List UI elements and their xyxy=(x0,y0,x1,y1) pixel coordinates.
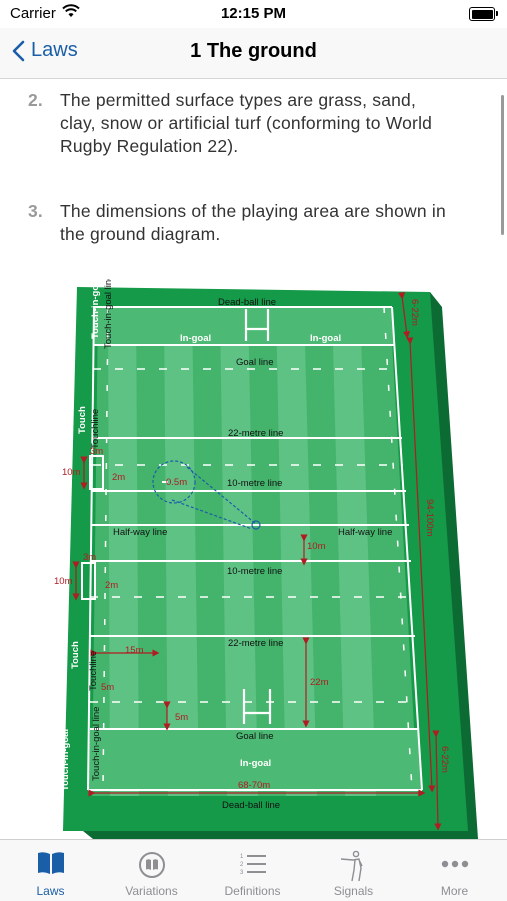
chevron-left-icon xyxy=(12,40,25,61)
tab-label: Variations xyxy=(125,884,178,898)
line-22-label-top: 22-metre line xyxy=(228,428,283,439)
tab-definitions[interactable]: 1 2 3 Definitions xyxy=(202,840,303,901)
touch-in-goal-top: Touch-in-goal xyxy=(90,279,101,339)
dim-15m: 15m xyxy=(125,645,144,656)
more-icon xyxy=(404,850,505,878)
dim-2m-top: 2m xyxy=(112,472,125,483)
touchline-label-bottom: Touchline xyxy=(88,651,99,691)
law-content[interactable]: 2. The permitted surface types are grass… xyxy=(0,79,507,839)
dim-68-70: 68-70m xyxy=(238,780,270,791)
tab-more[interactable]: More xyxy=(404,840,505,901)
status-bar: Carrier 12:15 PM xyxy=(0,0,507,28)
touch-label-bottom: Touch xyxy=(70,641,81,669)
goal-line-label-bottom: Goal line xyxy=(236,731,274,742)
dead-ball-label-bottom: Dead-ball line xyxy=(222,800,280,811)
goal-posts-bottom xyxy=(242,689,272,724)
goal-line-label-top: Goal line xyxy=(236,357,274,368)
touch-in-goal-line-bottom: Touch-in-goal line xyxy=(91,707,102,781)
dim-10m-top: 10m xyxy=(62,467,81,478)
tab-label: Signals xyxy=(333,884,374,898)
in-goal-label-bottom: In-goal xyxy=(240,758,271,769)
law-item: 3. The dimensions of the playing area ar… xyxy=(28,200,450,246)
dim-2m-bottom: 2m xyxy=(105,580,118,591)
dim-0-5m: 0.5m xyxy=(166,477,187,488)
dim-94-100: 94-100m xyxy=(424,499,435,537)
tab-signals[interactable]: Signals xyxy=(303,840,404,901)
touchline-label-top: Touchline xyxy=(90,409,101,449)
wifi-icon xyxy=(62,4,80,23)
law-item: 2. The permitted surface types are grass… xyxy=(28,89,450,158)
book-icon xyxy=(0,850,101,878)
back-button[interactable]: Laws xyxy=(12,39,78,62)
dim-6-22-bottom: 6-22m xyxy=(439,746,450,773)
item-text: The permitted surface types are grass, s… xyxy=(60,90,433,156)
referee-icon xyxy=(303,850,404,882)
ground-diagram: In-goal In-goal In-goal Touch-in-goal To… xyxy=(54,279,478,839)
list-icon: 1 2 3 xyxy=(202,850,303,878)
touch-in-goal-line-top: Touch-in-goal line xyxy=(103,279,114,349)
dim-3m-bottom: 3m xyxy=(83,552,96,563)
line-22-label-bottom: 22-metre line xyxy=(228,638,283,649)
variations-icon xyxy=(101,850,202,878)
dim-10m-centre: 10m xyxy=(307,541,326,552)
scrollbar[interactable] xyxy=(501,95,504,235)
dim-10m-bottom: 10m xyxy=(54,576,73,587)
touch-in-goal-bottom: Touch-in-goal xyxy=(60,729,71,791)
navigation-bar: Laws 1 The ground xyxy=(0,28,507,79)
item-number: 3. xyxy=(28,201,43,221)
page-title: 1 The ground xyxy=(190,40,317,62)
tab-laws[interactable]: Laws xyxy=(0,840,101,901)
dead-ball-label-top: Dead-ball line xyxy=(218,297,276,308)
touch-label-top: Touch xyxy=(77,406,88,434)
line-10-label-bottom: 10-metre line xyxy=(227,566,282,577)
carrier-label: Carrier xyxy=(10,5,56,22)
goal-posts-top xyxy=(244,309,270,341)
dim-5m-centre: 5m xyxy=(175,712,188,723)
line-10-label-top: 10-metre line xyxy=(227,478,282,489)
item-number: 2. xyxy=(28,90,43,110)
in-goal-label-left: In-goal xyxy=(180,333,211,344)
in-goal-area-top xyxy=(93,307,395,345)
svg-text:3: 3 xyxy=(240,870,244,876)
tab-label: Definitions xyxy=(224,884,281,898)
tab-label: More xyxy=(440,884,469,898)
pitch-stripes xyxy=(92,307,418,796)
status-time: 12:15 PM xyxy=(220,5,287,22)
tab-label: Laws xyxy=(36,884,65,898)
halfway-label-right: Half-way line xyxy=(338,527,392,538)
halfway-label-left: Half-way line xyxy=(113,527,167,538)
in-goal-area-bottom xyxy=(88,729,422,790)
tab-variations[interactable]: Variations xyxy=(101,840,202,901)
dim-6-22-top: 6-22m xyxy=(409,299,420,326)
svg-text:1: 1 xyxy=(240,854,244,860)
dim-5m-left: 5m xyxy=(101,682,114,693)
item-text: The dimensions of the playing area are s… xyxy=(60,201,446,244)
touchline-left xyxy=(87,306,95,791)
battery-icon xyxy=(469,7,498,21)
dim-22m: 22m xyxy=(310,677,329,688)
back-label: Laws xyxy=(31,39,78,61)
in-goal-label-right: In-goal xyxy=(310,333,341,344)
dim-3m-top: 3m xyxy=(90,446,103,457)
svg-text:2: 2 xyxy=(240,862,244,868)
